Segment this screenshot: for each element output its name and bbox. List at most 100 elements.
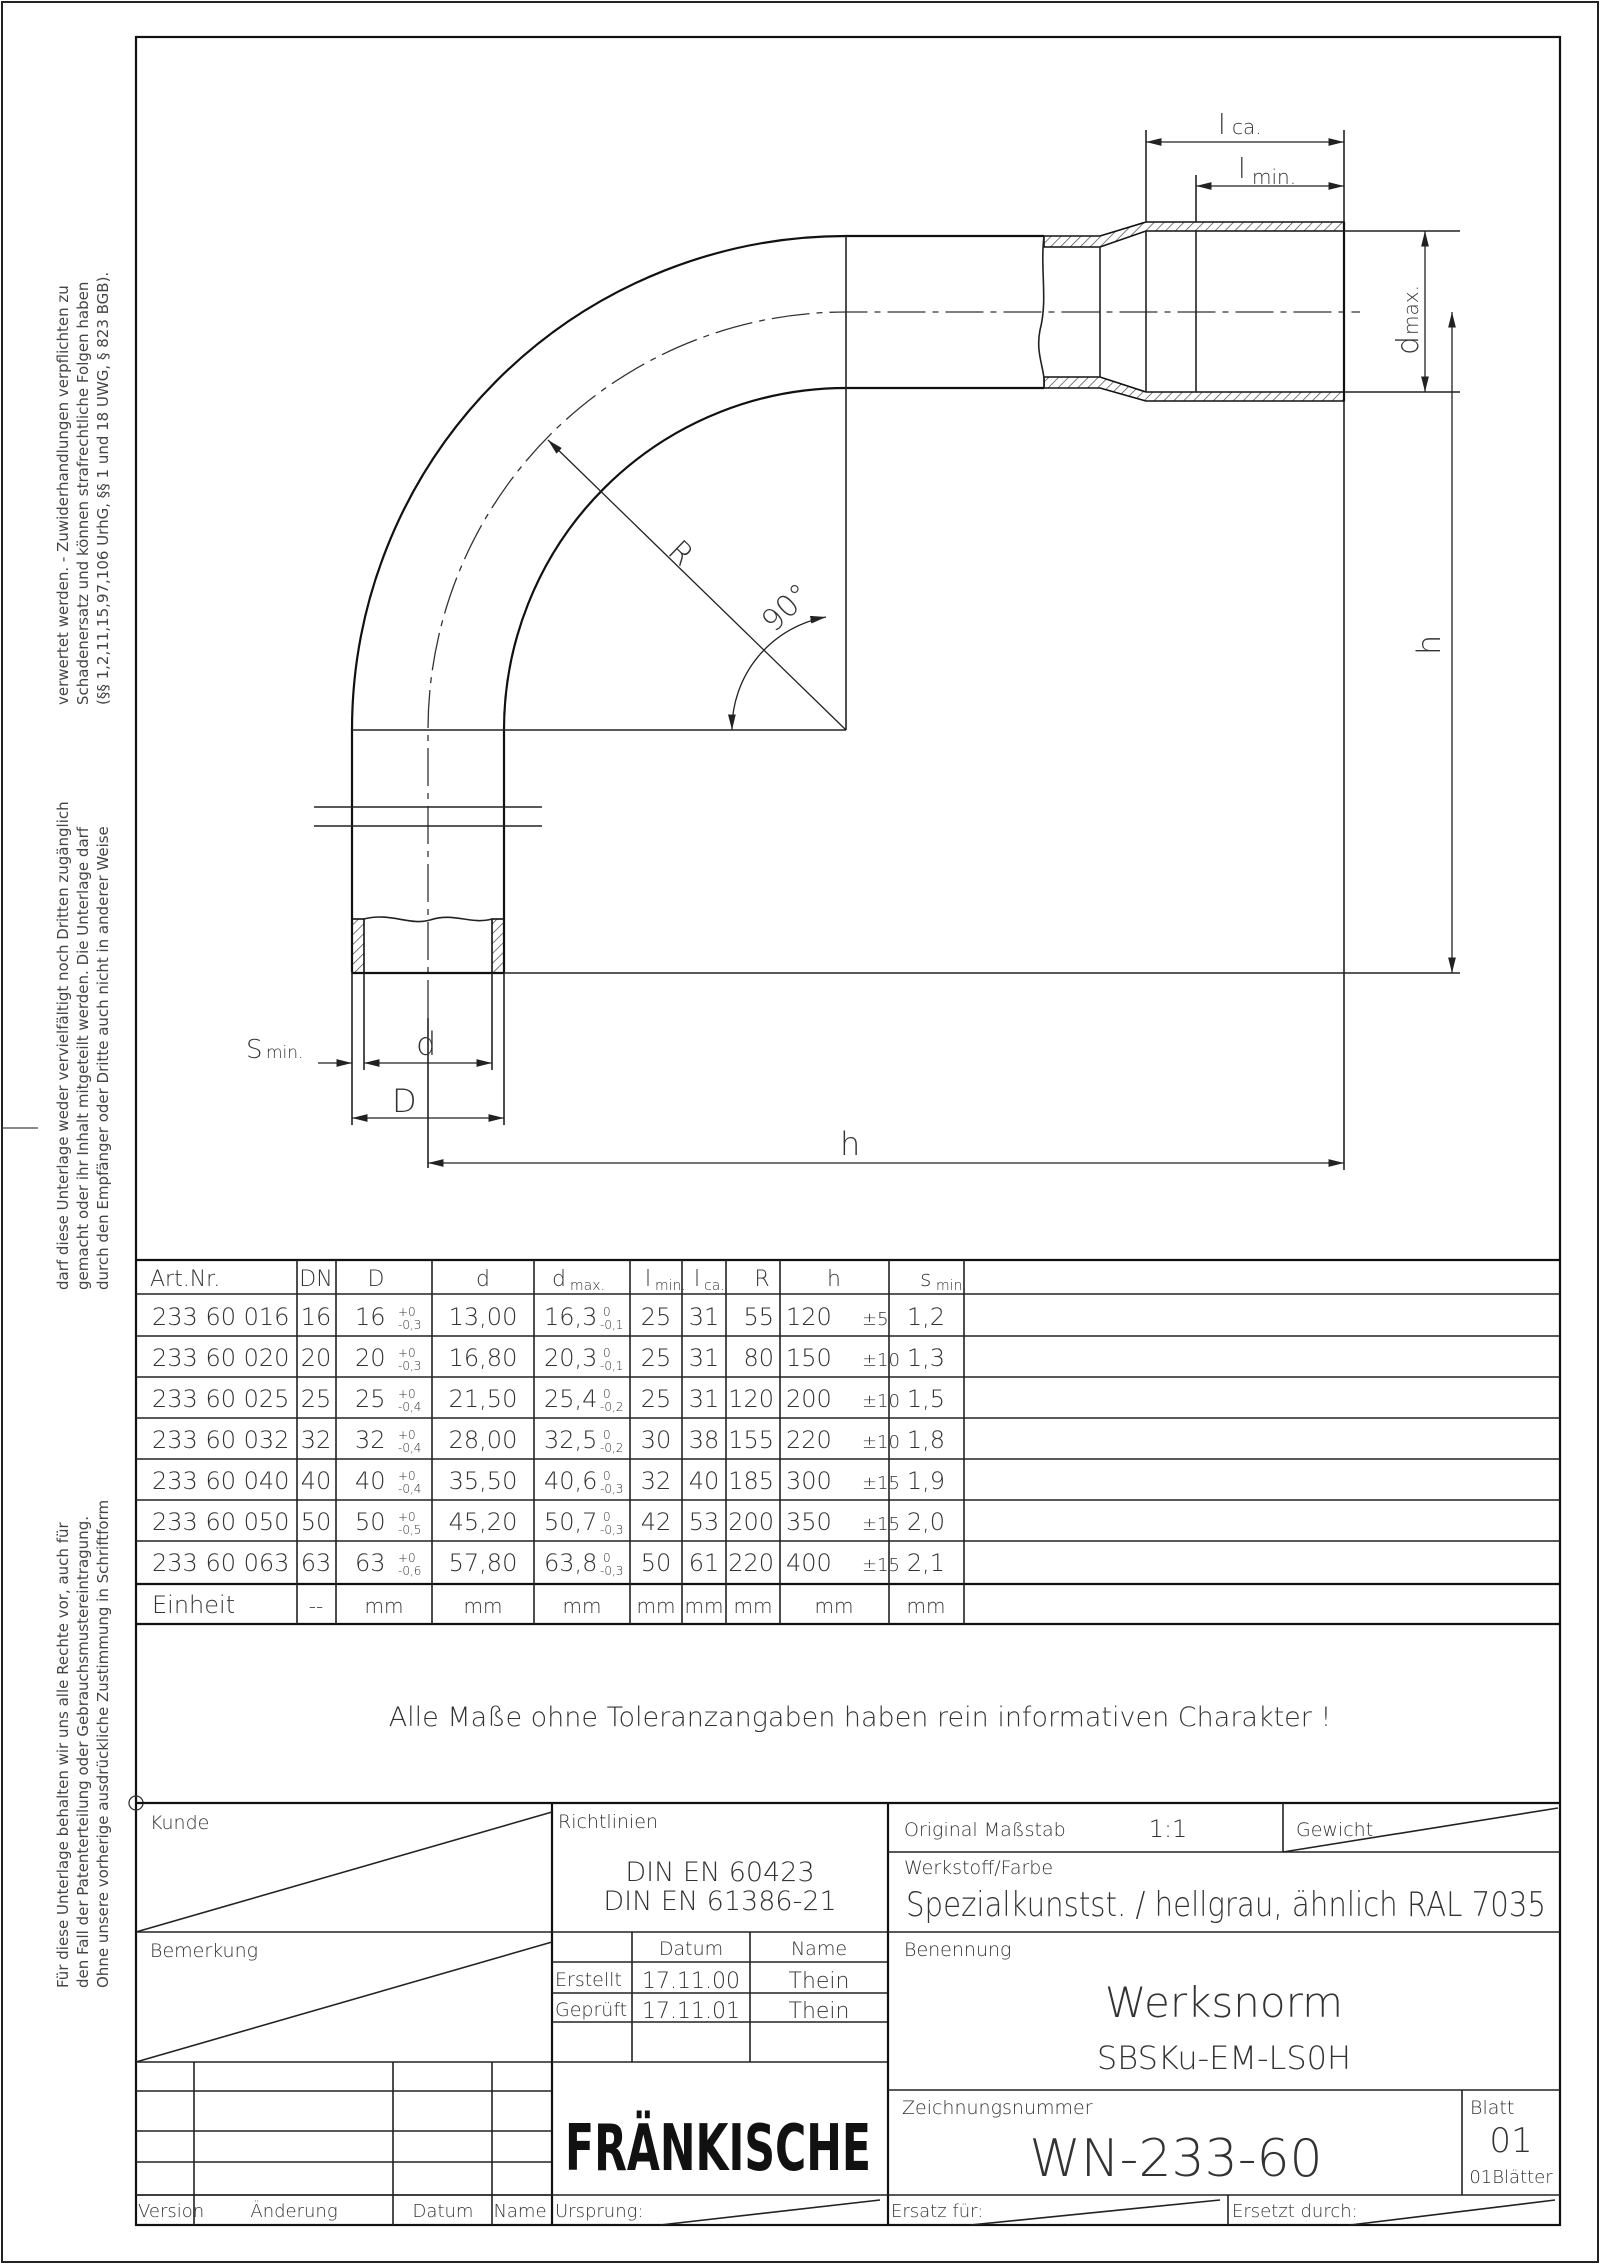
name2-label: Name — [493, 2201, 546, 2222]
cell-D: 40 — [355, 1467, 386, 1495]
cell-D: 20 — [355, 1344, 386, 1372]
cell-dmax-tol-up: 0 — [603, 1305, 611, 1319]
cell-lmin: 50 — [641, 1549, 672, 1577]
company-logo: FRÄNKISCHE — [565, 2110, 871, 2186]
cell-D-tol-low: -0,6 — [398, 1564, 421, 1578]
h-vertical-label: h — [1410, 635, 1448, 655]
bend-outer-wall — [350, 234, 1044, 972]
ursprung-label: Ursprung: — [555, 2201, 643, 2222]
benennung-1: Werksnorm — [1105, 1978, 1343, 2027]
cell-smin: 1,3 — [907, 1344, 945, 1372]
geprueft-datum: 17.11.01 — [642, 1999, 740, 2024]
cell-R: 120 — [728, 1385, 774, 1413]
table-header-8: h — [827, 1267, 841, 1292]
cell-D-tol-low: -0,4 — [398, 1482, 421, 1496]
cell-dmax: 63,8 — [544, 1549, 597, 1577]
cell-art-nr: 233 60 063 — [152, 1549, 289, 1577]
table-header-7: R — [754, 1267, 769, 1292]
d-max-sub: max. — [1399, 285, 1423, 335]
cell-h: 150 — [786, 1344, 832, 1372]
cell-smin: 1,9 — [907, 1467, 945, 1495]
cell-dmax-tol-up: 0 — [603, 1346, 611, 1360]
cell-dmax: 40,6 — [544, 1467, 597, 1495]
aenderung-label: Änderung — [250, 2201, 337, 2222]
cell-D-tol-up: +0 — [398, 1551, 416, 1565]
cell-D-tol-low: -0,3 — [398, 1359, 421, 1373]
pipe-bend-drawing: R 90° l ca. l min. d max. h h S min. — [246, 108, 1460, 1170]
title-block — [135, 1801, 1560, 2226]
cell-R: 80 — [743, 1344, 774, 1372]
richtlinien-label: Richtlinien — [558, 1811, 658, 1833]
cell-h-tol: ±15 — [862, 1555, 900, 1576]
datum2-label: Datum — [413, 2201, 474, 2222]
svg-text:Schadenersatz und können straf: Schadenersatz und können strafrechtliche… — [74, 282, 92, 705]
table-header-4: d — [552, 1267, 566, 1292]
svg-text:Für diese Unterlage behalten w: Für diese Unterlage behalten wir uns all… — [54, 1522, 72, 1988]
cell-dn: 20 — [301, 1344, 332, 1372]
cell-D-tol-low: -0,4 — [398, 1400, 421, 1414]
cell-h: 400 — [786, 1549, 832, 1577]
gewicht-label: Gewicht — [1296, 1819, 1373, 1841]
cell-R: 55 — [743, 1303, 774, 1331]
cell-D-tol-up: +0 — [398, 1305, 416, 1319]
cell-D: 50 — [355, 1508, 386, 1536]
cell-d: 13,00 — [449, 1303, 518, 1331]
cell-dmax-tol-low: -0,1 — [600, 1359, 623, 1373]
cell-R: 185 — [728, 1467, 774, 1495]
unit-cell-0: Einheit — [152, 1591, 235, 1619]
cell-h-tol: ±15 — [862, 1514, 900, 1535]
table-header-sub-9: min. — [936, 1278, 967, 1294]
blaetter-value: 01Blätter — [1469, 2167, 1553, 2188]
cell-dmax-tol-low: -0,3 — [600, 1564, 623, 1578]
copyright-note-top: verwertet werden. - Zuwiderhandlungen ve… — [54, 272, 112, 705]
table-header-5: l — [645, 1267, 651, 1292]
cell-dmax-tol-low: -0,3 — [600, 1523, 623, 1537]
erstellt-datum: 17.11.00 — [642, 1969, 740, 1994]
table-header-0: Art.Nr. — [150, 1267, 220, 1292]
cell-dmax-tol-low: -0,2 — [600, 1441, 623, 1455]
cell-h: 120 — [786, 1303, 832, 1331]
cell-D: 16 — [355, 1303, 386, 1331]
cell-dmax: 25,4 — [544, 1385, 597, 1413]
cell-smin: 1,5 — [907, 1385, 945, 1413]
tolerance-note: Alle Maße ohne Toleranzangaben haben rei… — [389, 1702, 1332, 1733]
svg-text:(§§ 1,2,11,15,97,106 UrhG, §§: (§§ 1,2,11,15,97,106 UrhG, §§ 1 und 18 U… — [94, 272, 112, 705]
l-min-label: l — [1238, 152, 1246, 185]
massstab-value: 1:1 — [1149, 1815, 1188, 1843]
table-header-sub-6: ca. — [704, 1278, 725, 1294]
unit-cell-5: mm — [637, 1594, 676, 1618]
table-header-sub-4: max. — [570, 1278, 605, 1294]
richtlinie-1: DIN EN 60423 — [625, 1857, 814, 1888]
cell-dmax-tol-low: -0,3 — [600, 1482, 623, 1496]
geprueft-name: Thein — [789, 1999, 850, 2024]
erstellt-label: Erstellt — [555, 1969, 622, 1991]
svg-text:durch den Empfänger oder Dritt: durch den Empfänger oder Dritte auch nic… — [94, 826, 112, 1290]
cell-D-tol-low: -0,3 — [398, 1318, 421, 1332]
cell-D-tol-up: +0 — [398, 1428, 416, 1442]
cell-art-nr: 233 60 032 — [152, 1426, 289, 1454]
cell-h: 300 — [786, 1467, 832, 1495]
blatt-value: 01 — [1489, 2121, 1532, 2161]
bemerkung-label: Bemerkung — [150, 1940, 258, 1962]
cell-lca: 31 — [689, 1385, 720, 1413]
pipe-lower-leg — [314, 806, 542, 975]
d-label: d — [416, 1025, 436, 1063]
svg-text:den Fall der Patenterteilung o: den Fall der Patenterteilung oder Gebrau… — [74, 1516, 92, 1988]
cell-smin: 2,1 — [907, 1549, 945, 1577]
cell-D: 25 — [355, 1385, 386, 1413]
werkstoff-label: Werkstoff/Farbe — [904, 1857, 1053, 1879]
cell-h: 220 — [786, 1426, 832, 1454]
copyright-note-middle: darf diese Unterlage weder vervielfältig… — [54, 801, 112, 1290]
cell-D-tol-up: +0 — [398, 1469, 416, 1483]
cell-lmin: 30 — [641, 1426, 672, 1454]
l-ca-sub: ca. — [1232, 115, 1262, 139]
svg-text:Ohne unsere vorherige ausdrück: Ohne unsere vorherige ausdrückliche Zust… — [94, 1500, 112, 1988]
cell-d: 28,00 — [449, 1426, 518, 1454]
name-col-label: Name — [791, 1938, 847, 1960]
table-header-1: DN — [299, 1267, 332, 1292]
h-horizontal-label: h — [840, 1125, 860, 1163]
copyright-note-bottom: Für diese Unterlage behalten wir uns all… — [54, 1500, 112, 1988]
cell-dmax: 32,5 — [544, 1426, 597, 1454]
svg-text:verwertet werden. - Zuwiderhan: verwertet werden. - Zuwiderhandlungen ve… — [54, 285, 72, 705]
